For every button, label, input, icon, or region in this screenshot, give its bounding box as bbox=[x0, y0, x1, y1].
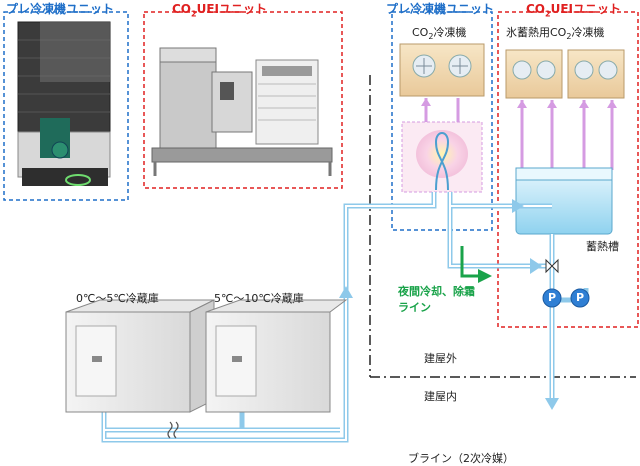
pre-unit-box bbox=[391, 11, 493, 231]
brine-label: ブライン（2次冷媒） bbox=[408, 452, 514, 465]
pump-1 bbox=[542, 288, 562, 308]
indoor-label: 建屋内 bbox=[424, 390, 457, 403]
ice-storage-tank bbox=[515, 167, 613, 235]
room-left-label: 0℃～5℃冷蔵庫 bbox=[76, 292, 159, 305]
pump-2-symbol: P bbox=[576, 291, 585, 304]
pre-unit-photo bbox=[3, 11, 129, 201]
ice-chiller-1 bbox=[505, 49, 563, 99]
ice-chiller-2 bbox=[567, 49, 625, 99]
room-right-label: 5℃～10℃冷蔵庫 bbox=[214, 292, 304, 305]
pump-1-symbol: P bbox=[548, 291, 557, 304]
three-way-valve bbox=[545, 258, 559, 274]
building-boundary bbox=[369, 75, 636, 378]
pipe-break bbox=[167, 421, 179, 439]
pre-unit-photo-label: プレ冷凍機ユニット bbox=[6, 2, 115, 16]
ice-chiller-label: 氷蓄熱用CO2冷凍機 bbox=[506, 26, 605, 42]
cold-room-right bbox=[205, 299, 348, 413]
cold-room-left bbox=[65, 299, 215, 413]
outdoor-label: 建屋外 bbox=[424, 352, 457, 365]
co2-chiller bbox=[399, 43, 485, 97]
co2-unit-photo-label: CO2UEIユニット bbox=[172, 2, 268, 19]
co2-unit-photo bbox=[143, 11, 343, 189]
pump-2 bbox=[570, 288, 590, 308]
night-line-label: 夜間冷却、除霜ライン bbox=[398, 285, 475, 314]
co2-unit-box bbox=[497, 11, 639, 328]
co2-unit-diagram-label: CO2UEIユニット bbox=[526, 2, 622, 19]
heat-exchanger bbox=[401, 121, 483, 193]
co2-chiller-label: CO2冷凍機 bbox=[412, 26, 467, 42]
pre-unit-diagram-label: プレ冷凍機ユニット bbox=[386, 2, 495, 16]
refrigerant-lines bbox=[424, 98, 614, 170]
storage-tank-label: 蓄熱槽 bbox=[586, 240, 619, 253]
night-line-arrow bbox=[460, 246, 480, 278]
